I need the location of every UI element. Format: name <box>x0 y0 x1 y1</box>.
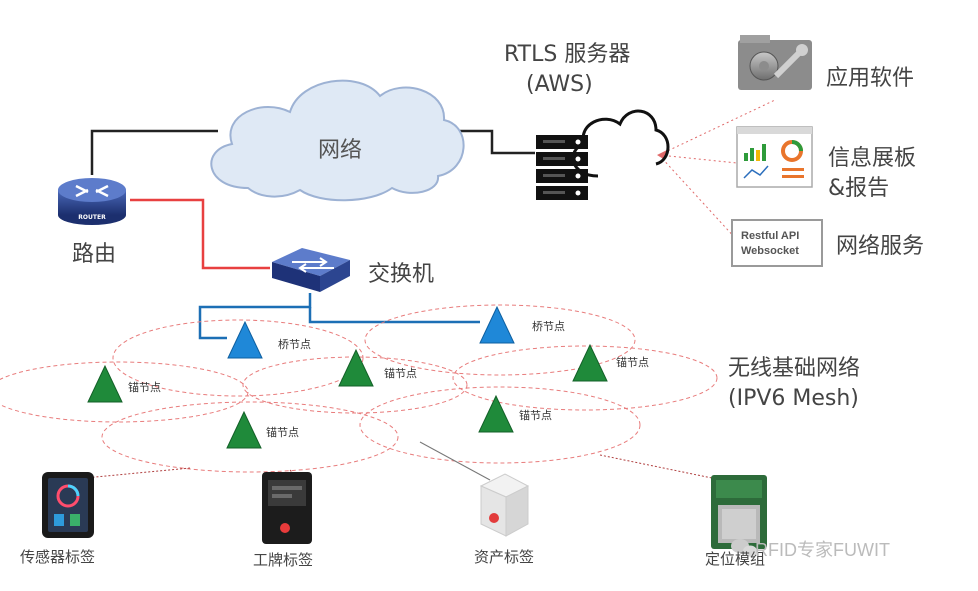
server-to-api-line <box>658 154 738 241</box>
mesh-to-asset-tag <box>419 441 491 481</box>
mesh-label: 无线基础网络 (IPV6 Mesh) <box>728 354 860 414</box>
mesh-label-line1: 无线基础网络 <box>728 356 861 381</box>
anchor-node-3 <box>572 343 608 382</box>
rtls-server-label: RTLS 服务器 (AWS) <box>504 40 630 100</box>
anchor-node-3-label: 锚节点 <box>616 356 649 369</box>
rtls-server-line2: (AWS) <box>526 72 593 97</box>
app-software-label: 应用软件 <box>826 66 915 91</box>
anchor-node-4-label: 锚节点 <box>519 409 552 422</box>
dashboard-label-line2: &报告 <box>828 176 890 201</box>
switch-label: 交换机 <box>368 262 435 287</box>
bridge-node-2 <box>479 305 515 344</box>
mesh-to-sensor-tag <box>84 467 191 479</box>
asset-tag-label: 资产标签 <box>474 548 535 566</box>
dashboard-icon <box>736 126 813 188</box>
router-to-cloud-line <box>90 129 218 175</box>
router-icon: ROUTER <box>58 178 126 225</box>
sensor-tag-label: 传感器标签 <box>20 548 96 566</box>
anchor-node-4 <box>478 394 514 433</box>
rtls-server-line1: RTLS 服务器 <box>504 42 631 67</box>
switch-to-bridge-line <box>198 293 312 340</box>
server-to-dashboard-line <box>658 154 738 164</box>
mesh-to-positioning-module <box>599 454 713 479</box>
api-box: Restful API Websocket <box>731 219 823 267</box>
anchor-node-1-label: 锚节点 <box>128 381 161 394</box>
watermark: RFID专家FUWIT <box>755 540 890 560</box>
mesh-to-badge-tag <box>289 469 296 477</box>
positioning-module-label: 定位模组 <box>705 550 766 568</box>
bridge-node-2-label: 桥节点 <box>532 320 565 333</box>
api-line2: Websocket <box>741 245 799 257</box>
router-to-switch-line <box>130 198 270 270</box>
router-label: 路由 <box>72 242 117 267</box>
bridge-node-1-label: 桥节点 <box>278 338 311 351</box>
server-to-app-software-line <box>658 99 776 156</box>
bridge-node-1 <box>227 320 263 359</box>
anchor-node-5-label: 锚节点 <box>266 426 299 439</box>
dashboard-label-line1: 信息展板 <box>828 146 917 171</box>
web-services-label: 网络服务 <box>836 234 925 259</box>
mesh-coverage <box>0 304 718 473</box>
anchor-node-5 <box>226 410 262 449</box>
wechat-icon <box>731 539 757 557</box>
network-cloud-label: 网络 <box>318 138 362 163</box>
positioning-module-device <box>711 475 767 549</box>
rtls-server-icon <box>536 109 670 200</box>
dashboard-label: 信息展板 &报告 <box>828 144 916 204</box>
mesh-label-line2: (IPV6 Mesh) <box>728 386 859 411</box>
anchor-node-1 <box>87 364 123 403</box>
cloud-to-server-line <box>446 129 535 155</box>
anchor-node-2-label: 锚节点 <box>384 367 417 380</box>
switch-to-bridge-line-2 <box>308 307 480 324</box>
sensor-tag-device <box>42 472 94 538</box>
network-cloud <box>210 79 465 202</box>
app-software-icon <box>738 35 812 90</box>
svg-text:ROUTER: ROUTER <box>78 214 106 221</box>
anchor-node-2 <box>338 348 374 387</box>
badge-tag-label: 工牌标签 <box>253 551 314 569</box>
switch-icon <box>272 248 350 292</box>
badge-tag-device <box>262 472 312 544</box>
asset-tag-device <box>479 473 530 537</box>
api-line1: Restful API <box>741 230 800 242</box>
